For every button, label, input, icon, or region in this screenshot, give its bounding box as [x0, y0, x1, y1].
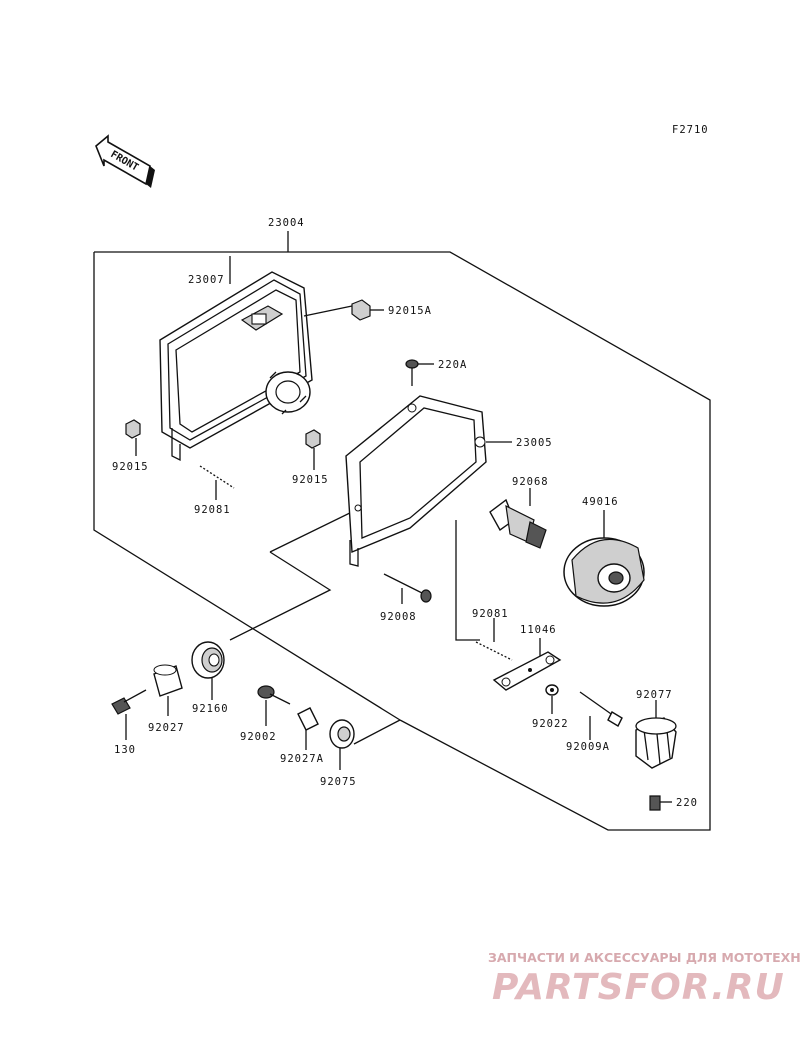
callout-92015-left: 92015: [112, 461, 149, 473]
callout-23005: 23005: [516, 437, 553, 449]
collar-92027: [153, 664, 183, 697]
headlight-unit: [159, 271, 313, 462]
screw-220: [649, 795, 661, 811]
callout-92008: 92008: [380, 611, 417, 623]
bolt-92008: [383, 573, 432, 603]
front-arrow-icon: FRONT: [95, 134, 155, 188]
damper-92075: [329, 719, 355, 749]
plate-11046: [492, 651, 562, 691]
callout-92081-left: 92081: [194, 504, 231, 516]
assembly-outline: [93, 231, 711, 831]
collar-92027a: [297, 707, 319, 731]
spring-92081-right: [475, 641, 513, 661]
callout-220: 220: [676, 797, 698, 809]
bulb-92068: [489, 498, 547, 549]
washer-92022: [545, 684, 559, 696]
callout-92002: 92002: [240, 731, 277, 743]
callout-23007: 23007: [188, 274, 225, 286]
callout-92022: 92022: [532, 718, 569, 730]
watermark-tagline: ЗАПЧАСТИ И АКСЕССУАРЫ ДЛЯ МОТОТЕХНИКИ: [488, 950, 800, 965]
callout-92009a: 92009A: [566, 741, 610, 753]
grommet-92160: [191, 641, 225, 679]
callout-92077: 92077: [636, 689, 673, 701]
nut-92015a: [351, 299, 371, 321]
callout-92015a: 92015A: [388, 305, 432, 317]
callout-92027a: 92027A: [280, 753, 324, 765]
callout-130: 130: [114, 744, 136, 756]
callout-92075: 92075: [320, 776, 357, 788]
spring-92081-left: [199, 465, 235, 489]
watermark-brand: PARTSFOR.RU: [492, 967, 785, 1008]
nut-92015-mid: [305, 429, 321, 449]
callout-92160: 92160: [192, 703, 229, 715]
callout-92015-mid: 92015: [292, 474, 329, 486]
headlight-rim: [345, 395, 487, 567]
nut-92015-left: [125, 419, 141, 439]
callout-92068: 92068: [512, 476, 549, 488]
figure-code: F2710: [672, 124, 709, 136]
screw-220a: [405, 359, 419, 386]
callout-11046: 11046: [520, 624, 557, 636]
callout-92027: 92027: [148, 722, 185, 734]
dust-cover-49016: [563, 537, 645, 607]
screw-92002: [257, 685, 291, 705]
callout-92081-right: 92081: [472, 608, 509, 620]
bolt-130: [111, 689, 147, 715]
adjuster-92009a: [579, 691, 623, 727]
knob-92077: [635, 717, 677, 769]
callout-220a: 220A: [438, 359, 467, 371]
callout-23004: 23004: [268, 217, 305, 229]
callout-49016: 49016: [582, 496, 619, 508]
